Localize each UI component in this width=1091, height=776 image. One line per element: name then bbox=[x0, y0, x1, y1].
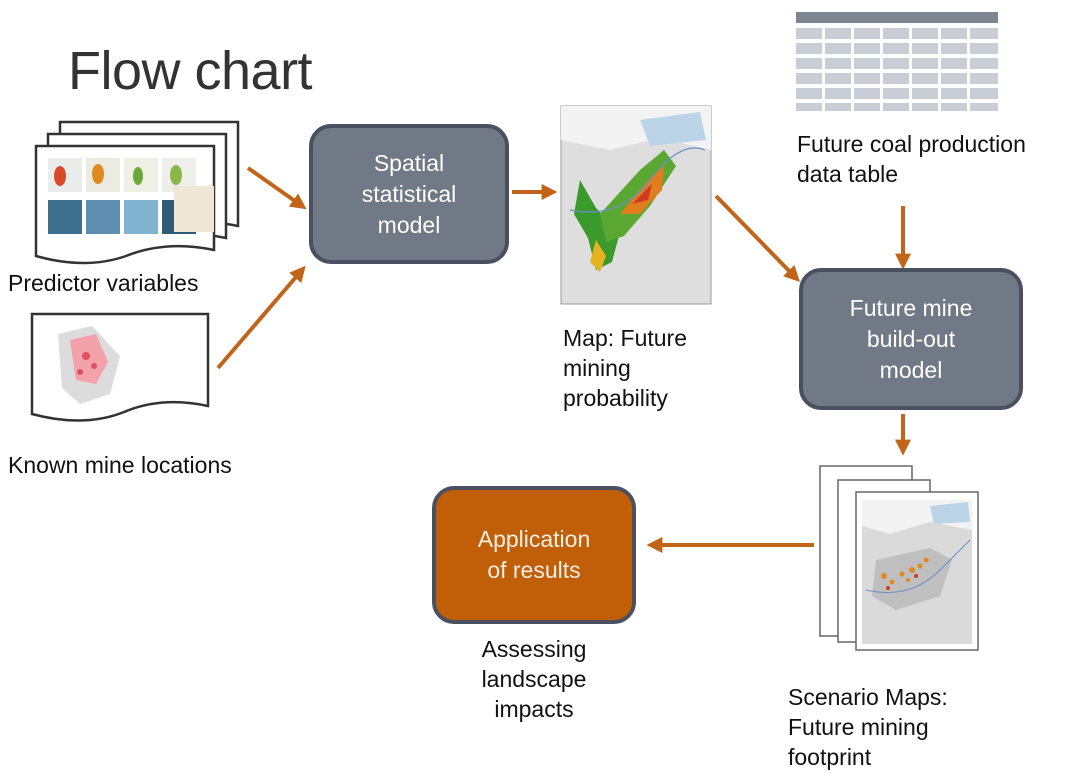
scenario-maps-label: Scenario Maps: Future mining footprint bbox=[788, 684, 948, 770]
page-title: Flow chart bbox=[68, 41, 313, 101]
arrow-predictors-to-model bbox=[246, 166, 307, 210]
landscape-impacts-label: Assessing landscape impacts bbox=[481, 636, 587, 722]
mine-buildout-model-box: Future mine build-out model bbox=[799, 268, 1023, 410]
known-mine-locations-label: Known mine locations bbox=[8, 452, 232, 478]
predictor-variables-label: Predictor variables bbox=[8, 270, 199, 296]
probability-map-label: Map: Future mining probability bbox=[563, 325, 687, 411]
predictor-variables-thumbnail bbox=[34, 120, 240, 265]
arrow-mines-to-model bbox=[216, 265, 306, 370]
probability-map-thumbnail bbox=[560, 105, 712, 305]
known-mine-locations-thumbnail bbox=[30, 312, 210, 422]
coal-data-table-thumbnail bbox=[796, 12, 998, 111]
coal-data-table-label: Future coal production data table bbox=[797, 131, 1026, 187]
application-of-results-box: Application of results bbox=[432, 486, 636, 624]
arrow-map-to-buildout bbox=[714, 194, 800, 283]
scenario-maps-thumbnail bbox=[819, 465, 979, 651]
spatial-statistical-model-box: Spatial statistical model bbox=[309, 124, 509, 264]
